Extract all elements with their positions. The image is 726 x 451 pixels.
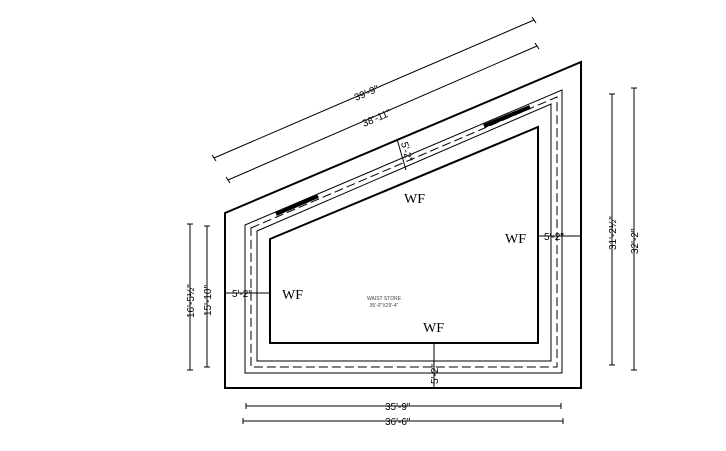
wf-label-left: WF [282, 288, 303, 303]
top-offset-dimension: 5'-2" [398, 141, 414, 164]
foundation-outer-line [244, 89, 563, 374]
left-outer-dimension: 16'-5½" [186, 284, 197, 318]
top-offset-marker [396, 138, 407, 171]
wf-label-bottom: WF [423, 321, 444, 336]
top-outer-dimension: 39'-9" [353, 84, 381, 104]
bottom-dimension-lines [242, 403, 564, 424]
right-outer-dimension: 32'-2" [630, 228, 641, 254]
footing-dashed-line [250, 96, 558, 368]
room-outline [269, 125, 539, 344]
left-offset-dimension: 5'-2" [232, 289, 252, 300]
wf-label-top: WF [404, 192, 425, 207]
right-inner-dimension: 31'-2½" [608, 216, 619, 250]
wf-label-right: WF [505, 232, 526, 247]
foundation-inner-line [256, 103, 552, 362]
top-inner-dimension: 38'-11" [361, 108, 394, 130]
bottom-outer-dimension: 36'-6" [385, 417, 411, 428]
right-dimension-lines [609, 87, 637, 371]
outer-wall [224, 60, 582, 389]
bottom-inner-dimension: 35'-9" [385, 402, 411, 413]
left-dimension-lines [187, 223, 210, 371]
bottom-offset-dimension: 5'-2" [430, 364, 441, 384]
room-size: 35'-0"X29'-4" [370, 303, 399, 309]
left-inner-dimension: 15'-10" [203, 285, 214, 316]
room-name: WAIST STORE [367, 296, 402, 302]
window-marks [275, 105, 531, 216]
right-offset-dimension: 5'-2" [544, 232, 564, 243]
top-dimension-lines [211, 16, 540, 184]
